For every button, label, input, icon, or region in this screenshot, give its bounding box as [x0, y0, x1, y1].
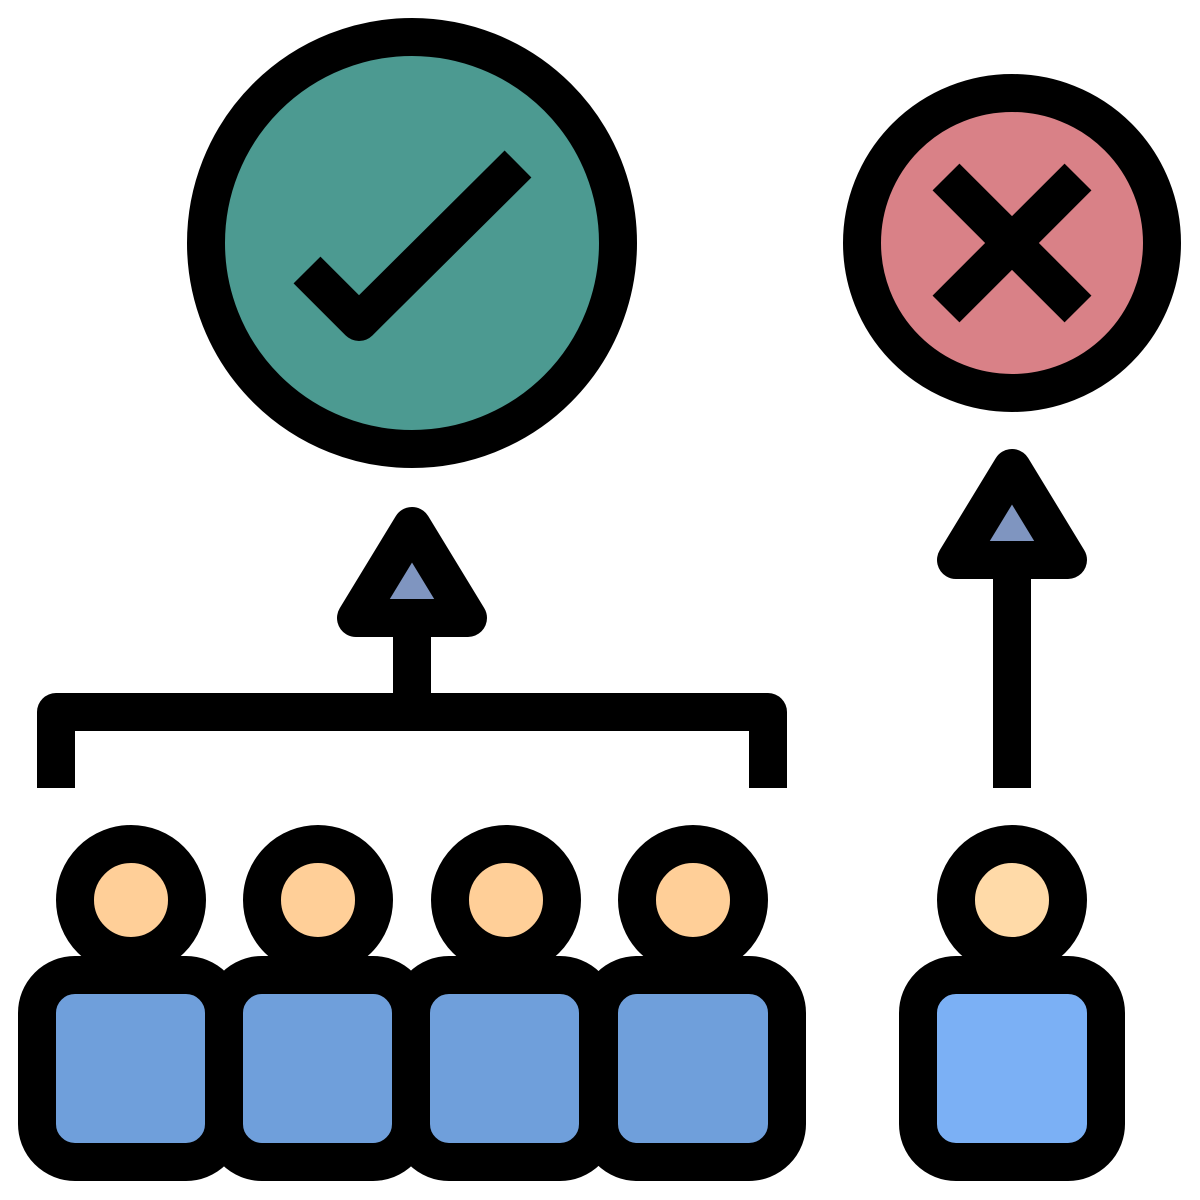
- approve-circle-icon: [187, 18, 637, 468]
- person-body: [205, 956, 430, 1181]
- person-body: [580, 956, 806, 1181]
- individual-person: [899, 825, 1125, 1181]
- reject-circle-icon: [843, 74, 1181, 412]
- person-body: [392, 956, 617, 1181]
- person-body: [899, 956, 1125, 1181]
- group-bracket: [37, 693, 787, 788]
- cross-mark-icon: [932, 163, 1092, 323]
- person-head: [243, 825, 393, 975]
- check-mark-icon: [293, 150, 532, 341]
- individual-up-arrow-icon: [937, 449, 1087, 788]
- person-head: [618, 825, 768, 975]
- person-head: [56, 825, 206, 975]
- group-up-arrow-icon: [337, 507, 487, 712]
- group-of-people: [18, 825, 806, 1181]
- person-head: [431, 825, 581, 975]
- person-body: [18, 956, 243, 1181]
- person-head: [937, 825, 1087, 975]
